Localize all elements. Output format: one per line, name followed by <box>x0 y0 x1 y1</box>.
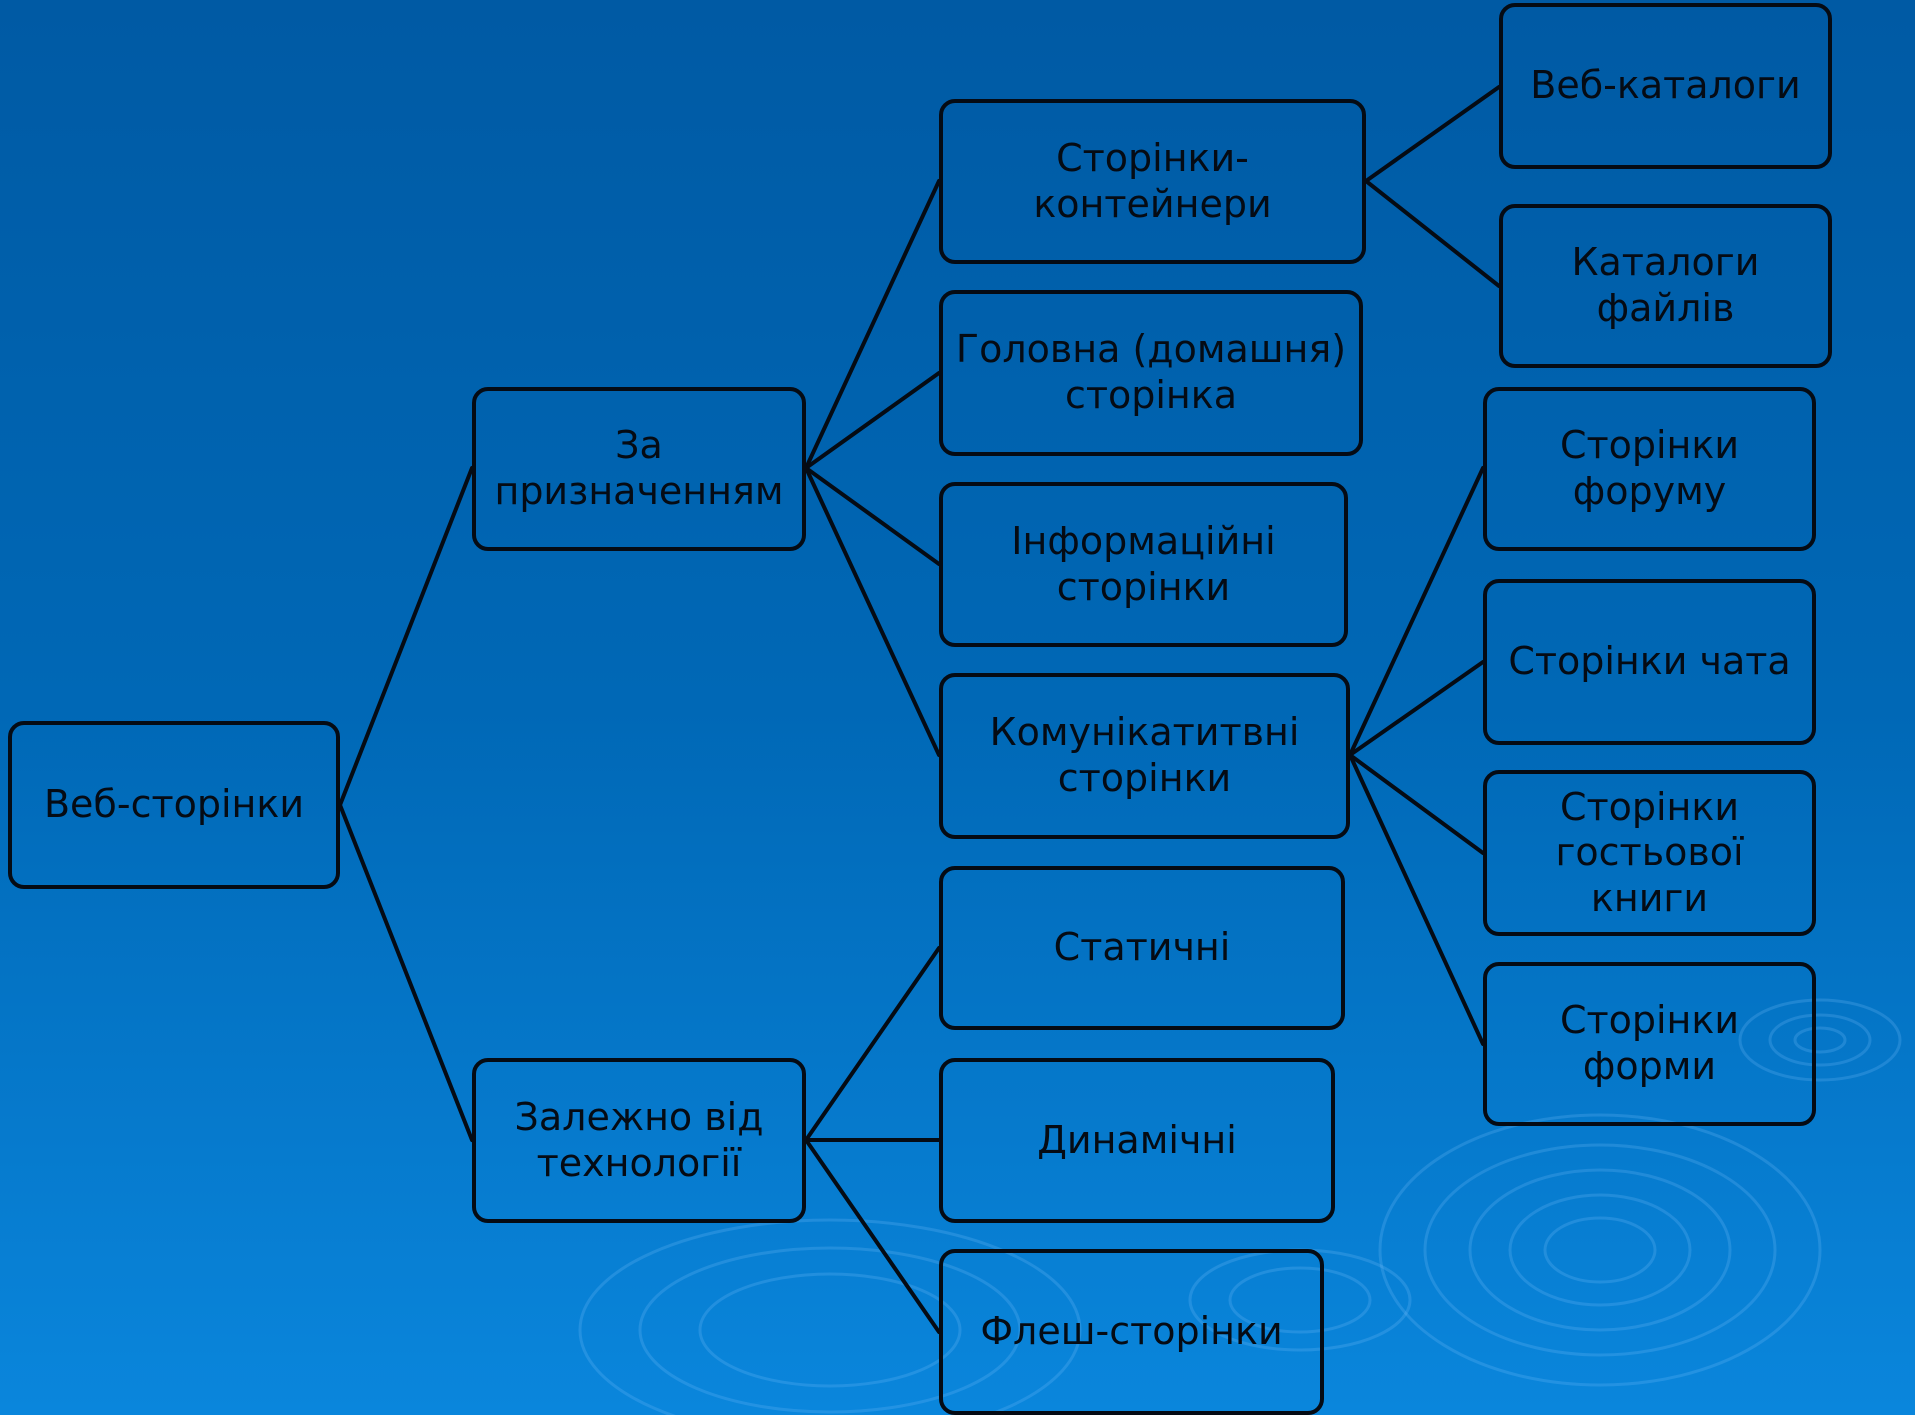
node-dynamic-label: Динамічні <box>1037 1117 1237 1162</box>
edge-communicative-form <box>1348 753 1485 1046</box>
node-form-pages: Сторінки форми <box>1483 962 1816 1126</box>
edge-root-technology <box>338 803 474 1142</box>
edge-technology-flash <box>804 1138 941 1334</box>
edge-communicative-forum <box>1348 466 1485 757</box>
node-file-catalogs-label: Каталоги файлів <box>1571 240 1760 330</box>
node-chat-pages: Сторінки чата <box>1483 579 1816 745</box>
node-form-pages-label: Сторінки форми <box>1559 998 1740 1088</box>
node-guestbook-pages-label: Сторінки гостьової книги <box>1555 784 1744 920</box>
node-by-purpose-label: За призначенням <box>494 423 784 513</box>
node-by-purpose: За призначенням <box>472 387 806 551</box>
node-static: Статичні <box>939 866 1345 1030</box>
node-flash-pages: Флеш-сторінки <box>939 1249 1324 1415</box>
edge-purpose-containers <box>804 179 941 470</box>
edge-containers-filecatalogs <box>1364 179 1501 288</box>
node-web-catalogs: Веб-каталоги <box>1499 3 1832 169</box>
node-web-pages-label: Веб-сторінки <box>43 782 305 827</box>
edge-technology-static <box>804 946 941 1142</box>
edge-communicative-guestbook <box>1348 753 1485 855</box>
node-guestbook-pages: Сторінки гостьової книги <box>1483 770 1816 936</box>
edge-communicative-chat <box>1348 660 1485 757</box>
node-container-pages-label: Сторінки-контейнери <box>1033 135 1272 226</box>
node-forum-pages: Сторінки форуму <box>1483 387 1816 551</box>
edge-purpose-info <box>804 466 941 566</box>
node-container-pages: Сторінки-контейнери <box>939 99 1366 264</box>
node-by-technology-label: Залежно від технології <box>514 1094 764 1185</box>
edge-purpose-home <box>804 371 941 470</box>
node-web-catalogs-label: Веб-каталоги <box>1530 63 1801 108</box>
node-dynamic: Динамічні <box>939 1058 1335 1223</box>
node-file-catalogs: Каталоги файлів <box>1499 204 1832 368</box>
edge-root-purpose <box>338 466 474 807</box>
node-web-pages: Веб-сторінки <box>8 721 340 889</box>
node-chat-pages-label: Сторінки чата <box>1508 639 1791 684</box>
node-communicative-pages: Комунікатитвні сторінки <box>939 673 1350 839</box>
node-info-pages-label: Інформаційні сторінки <box>1011 518 1276 609</box>
node-info-pages: Інформаційні сторінки <box>939 482 1348 647</box>
edge-containers-webcatalogs <box>1364 85 1501 183</box>
node-static-label: Статичні <box>1053 925 1231 970</box>
node-home-page: Головна (домашня) сторінка <box>939 290 1363 456</box>
node-home-page-label: Головна (домашня) сторінка <box>955 327 1347 417</box>
node-flash-pages-label: Флеш-сторінки <box>980 1309 1283 1354</box>
edge-purpose-communicative <box>804 466 941 757</box>
node-communicative-pages-label: Комунікатитвні сторінки <box>989 710 1300 800</box>
node-forum-pages-label: Сторінки форуму <box>1559 423 1740 513</box>
node-by-technology: Залежно від технології <box>472 1058 806 1223</box>
